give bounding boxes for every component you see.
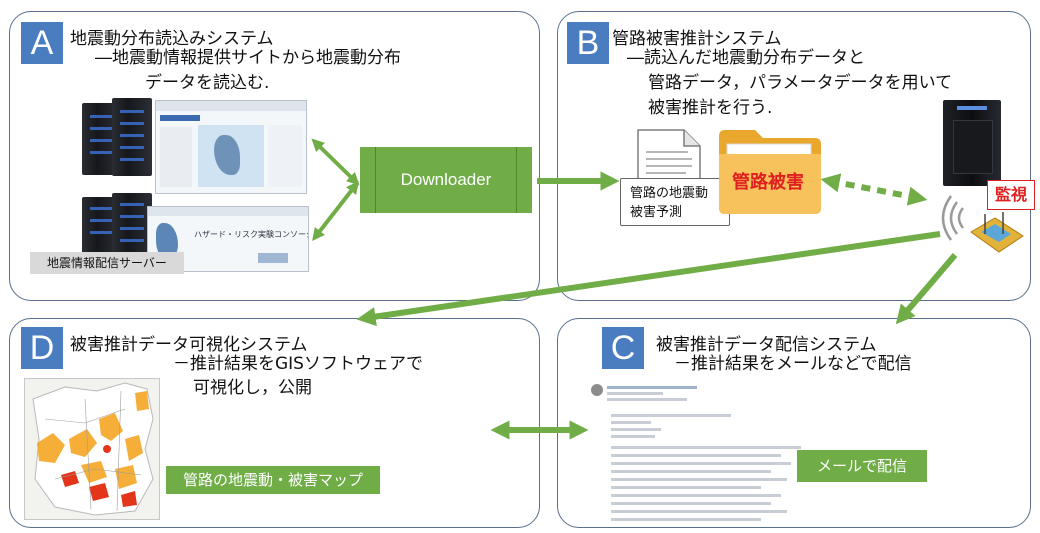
email-screenshot bbox=[585, 380, 810, 526]
arrow-monitor-folder bbox=[820, 173, 928, 206]
panel-d-desc-2: 可視化し，公開 bbox=[193, 378, 312, 398]
folder-label: 管路被害 bbox=[732, 172, 804, 193]
folder-icon bbox=[719, 130, 821, 214]
panel-c-title: 被害推計データ配信システム bbox=[656, 335, 877, 355]
panel-a-badge: A bbox=[21, 22, 63, 64]
arrow-to-c bbox=[895, 253, 958, 325]
arrow-site-to-downloader-upper bbox=[311, 138, 360, 186]
panel-b-desc-2: 管路データ，パラメータデータを用いて bbox=[648, 73, 953, 93]
website-screenshot-title: ハザード・リスク実験コンソーシアム bbox=[194, 230, 308, 239]
panel-b-badge: B bbox=[567, 22, 609, 64]
panel-d-desc-1: －推計結果をGISソフトウェアで bbox=[173, 354, 423, 374]
panel-a-desc-2: データを読込む. bbox=[145, 73, 270, 93]
panel-a-title: 地震動分布読込みシステム bbox=[70, 29, 274, 49]
arrow-to-d bbox=[356, 231, 941, 327]
panel-c-desc-1: －推計結果をメールなどで配信 bbox=[674, 354, 912, 374]
email-avatar bbox=[591, 384, 603, 396]
website-screenshot bbox=[155, 100, 307, 194]
mail-delivery-label: メールで配信 bbox=[797, 450, 927, 482]
downloader-divider bbox=[516, 147, 517, 213]
downloader-box bbox=[360, 147, 532, 213]
server-tower-icon bbox=[112, 98, 152, 176]
damage-map bbox=[24, 378, 160, 520]
panel-b-desc-1: ―読込んだ地震動分布データと bbox=[627, 48, 865, 68]
monitor-label: 監視 bbox=[987, 180, 1035, 210]
panel-d-title: 被害推計データ可視化システム bbox=[70, 335, 308, 355]
server-tower-icon bbox=[112, 193, 152, 261]
downloader-divider bbox=[375, 147, 376, 213]
panel-d-badge: D bbox=[21, 327, 63, 369]
document-caption-2: 被害予測 bbox=[630, 205, 683, 220]
wireless-sensor-icon bbox=[941, 195, 1024, 253]
document-caption-1: 管路の地震動 bbox=[630, 186, 709, 201]
arrow-site-to-downloader-lower bbox=[312, 180, 359, 242]
panel-b-desc-3: 被害推計を行う. bbox=[648, 98, 773, 118]
server-label: 地震情報配信サーバー bbox=[30, 252, 184, 274]
downloader-label: Downloader bbox=[400, 170, 492, 189]
panel-c-badge: C bbox=[602, 327, 644, 369]
panel-b-title: 管路被害推計システム bbox=[612, 29, 782, 49]
map-label: 管路の地震動・被害マップ bbox=[166, 466, 380, 494]
panel-a-desc-1: ―地震動情報提供サイトから地震動分布 bbox=[95, 48, 401, 68]
document-caption-box bbox=[620, 178, 730, 226]
server-tower-icon bbox=[943, 100, 1001, 186]
